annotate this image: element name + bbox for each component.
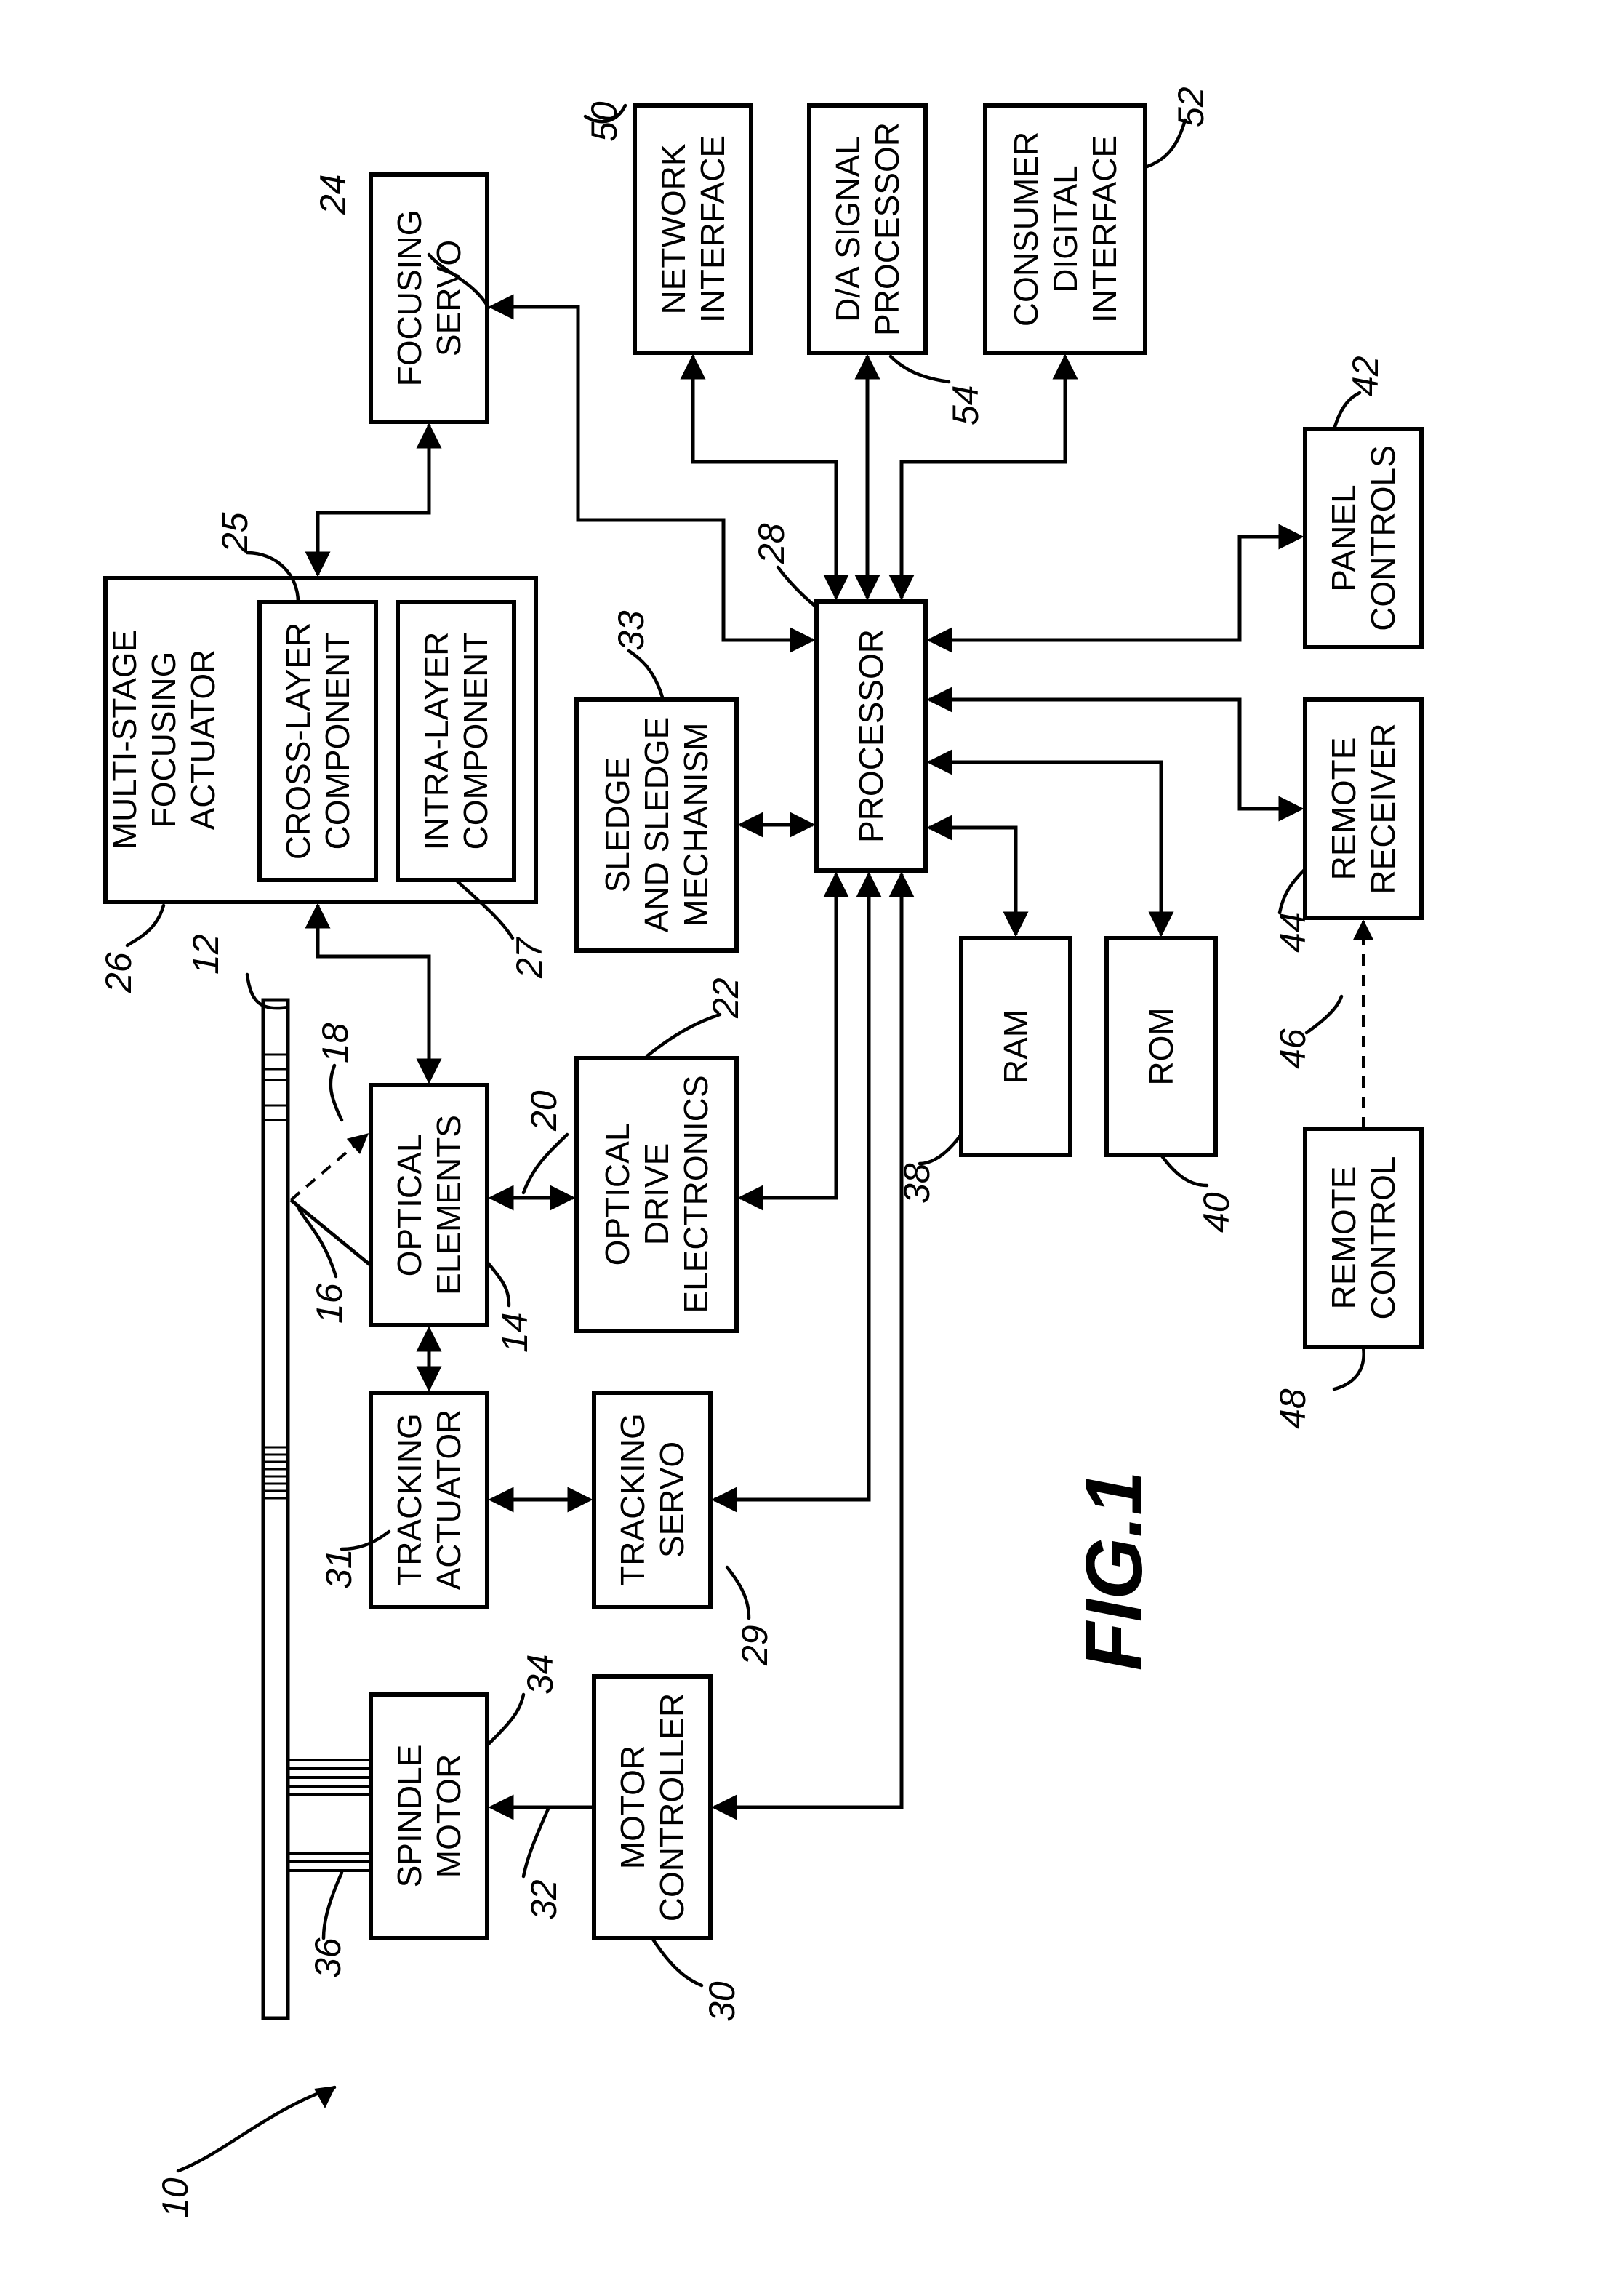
ref-46: 46 [1272, 1028, 1313, 1069]
arrowhead-10 [314, 2086, 336, 2108]
ref-26: 26 [98, 952, 139, 993]
optical-elements-label-line: ELEMENTS [430, 1115, 468, 1295]
cross-layer-component-label-line: CROSS-LAYER [279, 623, 317, 860]
ref-29: 29 [734, 1625, 775, 1666]
optical-drive-electronics-label-line: ELECTRONICS [677, 1075, 715, 1313]
ref-40: 40 [1196, 1192, 1237, 1233]
da-signal-processor-label-line: PROCESSOR [868, 122, 906, 336]
ref-42: 42 [1345, 356, 1386, 396]
cross-layer-component-label-line: COMPONENT [318, 633, 356, 850]
tracking-servo-block: TRACKINGSERVO [594, 1393, 710, 1607]
optical-drive-electronics-block: OPTICALDRIVEELECTRONICS [577, 1058, 737, 1331]
sledge-mechanism-label-line: MECHANISM [677, 722, 715, 927]
intra-layer-component-label-line: COMPONENT [457, 633, 494, 850]
reflected-beam [291, 1135, 367, 1200]
optical-drive-electronics-label-line: OPTICAL [598, 1123, 636, 1266]
network-interface-label-line: INTERFACE [694, 135, 731, 323]
spindle-motor-label-line: MOTOR [430, 1754, 468, 1878]
tracking-actuator-block: TRACKINGACTUATOR [371, 1393, 487, 1607]
sledge-mechanism-label-line: AND SLEDGE [638, 717, 675, 933]
remote-receiver-label-line: RECEIVER [1364, 723, 1402, 894]
ref-48: 48 [1272, 1388, 1313, 1429]
da-signal-processor-block: D/A SIGNALPROCESSOR [809, 105, 926, 353]
optical-elements-label-line: OPTICAL [390, 1134, 428, 1277]
motor-controller-block: MOTORCONTROLLER [594, 1676, 710, 1938]
ref-34: 34 [520, 1654, 561, 1695]
consumer-digital-interface-label-line: DIGITAL [1046, 165, 1084, 293]
figure-caption: FIG.1 [1070, 1471, 1159, 1671]
ref-20: 20 [523, 1090, 564, 1132]
ref-36: 36 [308, 1937, 348, 1978]
consumer-digital-interface-label-line: INTERFACE [1086, 135, 1123, 323]
ref-27: 27 [509, 936, 550, 979]
tracking-servo-label-line: SERVO [653, 1441, 691, 1558]
network-interface-label-line: NETWORK [654, 143, 692, 314]
multistage-focusing-actuator-label-line: MULTI-STAGE [105, 630, 143, 849]
ref-31: 31 [318, 1548, 359, 1589]
panel-controls-label-line: PANEL [1325, 484, 1363, 591]
ref-33: 33 [611, 610, 651, 651]
processor-block: PROCESSOR [816, 601, 926, 871]
ref-10: 10 [155, 2177, 196, 2218]
ref-22: 22 [705, 977, 746, 1019]
network-interface-block: NETWORKINTERFACE [635, 105, 751, 353]
optical-drive-electronics-label-line: DRIVE [638, 1143, 675, 1246]
ref-38: 38 [896, 1163, 937, 1204]
remote-receiver-block: REMOTERECEIVER [1305, 700, 1421, 918]
rom-block: ROM [1107, 938, 1216, 1155]
tracking-actuator-label-line: TRACKING [390, 1413, 428, 1586]
remote-control-block: REMOTECONTROL [1305, 1129, 1421, 1347]
spindle-motor-label-line: SPINDLE [390, 1745, 428, 1888]
remote-receiver-label-line: REMOTE [1325, 737, 1363, 881]
ref-28: 28 [751, 523, 792, 564]
multistage-focusing-actuator-label-line: ACTUATOR [184, 649, 222, 831]
ref-32: 32 [523, 1879, 564, 1920]
ref-30: 30 [702, 1981, 742, 2022]
remote-control-label-line: CONTROL [1364, 1156, 1402, 1320]
remote-control-label-line: REMOTE [1325, 1167, 1363, 1310]
ref-12: 12 [185, 934, 226, 975]
ram-label-line: RAM [997, 1009, 1035, 1084]
ref-44: 44 [1272, 912, 1313, 953]
incident-beam [291, 1200, 371, 1265]
da-signal-processor-label-line: D/A SIGNAL [829, 136, 867, 322]
focusing-servo-label-line: FOCUSING [390, 210, 428, 387]
tracking-servo-label-line: TRACKING [614, 1413, 651, 1586]
motor-controller-label-line: MOTOR [614, 1745, 651, 1869]
focusing-servo-label-line: SERVO [430, 240, 468, 356]
intra-layer-component-label-line: INTRA-LAYER [417, 632, 455, 851]
optical-disc [263, 1000, 371, 2018]
tracking-actuator-label-line: ACTUATOR [430, 1409, 468, 1591]
optical-elements-block: OPTICALELEMENTS [371, 1085, 487, 1325]
ref-18: 18 [315, 1023, 356, 1063]
consumer-digital-interface-block: CONSUMERDIGITALINTERFACE [985, 105, 1145, 353]
processor-label-line: PROCESSOR [852, 629, 890, 843]
spindle-motor-block: SPINDLEMOTOR [371, 1695, 487, 1938]
ref-50: 50 [584, 101, 625, 142]
ref-54: 54 [945, 385, 986, 425]
ref-52: 52 [1171, 87, 1211, 127]
intra-layer-component-block: INTRA-LAYERCOMPONENT [398, 602, 514, 880]
cross-layer-component-block: CROSS-LAYERCOMPONENT [260, 602, 376, 880]
sledge-mechanism-block: SLEDGEAND SLEDGEMECHANISM [577, 700, 737, 951]
panel-controls-block: PANELCONTROLS [1305, 429, 1421, 647]
consumer-digital-interface-label-line: CONSUMER [1007, 132, 1045, 327]
motor-controller-label-line: CONTROLLER [653, 1693, 691, 1921]
ref-25: 25 [214, 512, 255, 553]
ref-16: 16 [309, 1283, 350, 1324]
sledge-mechanism-label-line: SLEDGE [598, 757, 636, 893]
ref-14: 14 [494, 1312, 535, 1353]
panel-controls-label-line: CONTROLS [1364, 445, 1402, 631]
ref-24: 24 [313, 174, 353, 215]
rom-label-line: ROM [1142, 1007, 1180, 1085]
focusing-servo-block: FOCUSINGSERVO [371, 175, 487, 422]
multistage-focusing-actuator-label-line: FOCUSING [145, 652, 182, 828]
ram-block: RAM [961, 938, 1070, 1155]
